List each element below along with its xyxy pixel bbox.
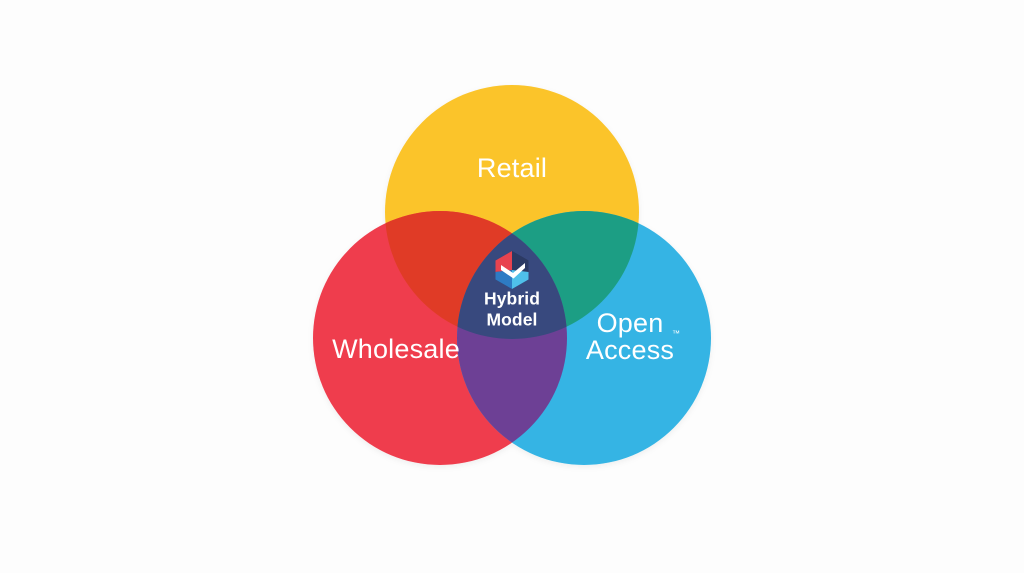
logo-facet-red bbox=[495, 251, 512, 272]
hybrid-model-line1: Hybrid bbox=[484, 289, 540, 309]
logo-facet-mid-blue bbox=[495, 270, 512, 289]
hybrid-model-badge[interactable]: Hybrid Model bbox=[484, 251, 540, 330]
venn-label-open-access-line2: Access bbox=[586, 335, 674, 365]
hybrid-model-line2: Model bbox=[486, 310, 537, 330]
venn-label-open-access-line1: Open bbox=[597, 308, 664, 338]
hybrid-cube-logo bbox=[495, 251, 529, 289]
venn-label-wholesale: Wholesale bbox=[332, 334, 460, 364]
logo-check-mark bbox=[501, 263, 525, 279]
trademark-symbol: ™ bbox=[672, 329, 680, 338]
venn-label-retail: Retail bbox=[477, 153, 547, 183]
